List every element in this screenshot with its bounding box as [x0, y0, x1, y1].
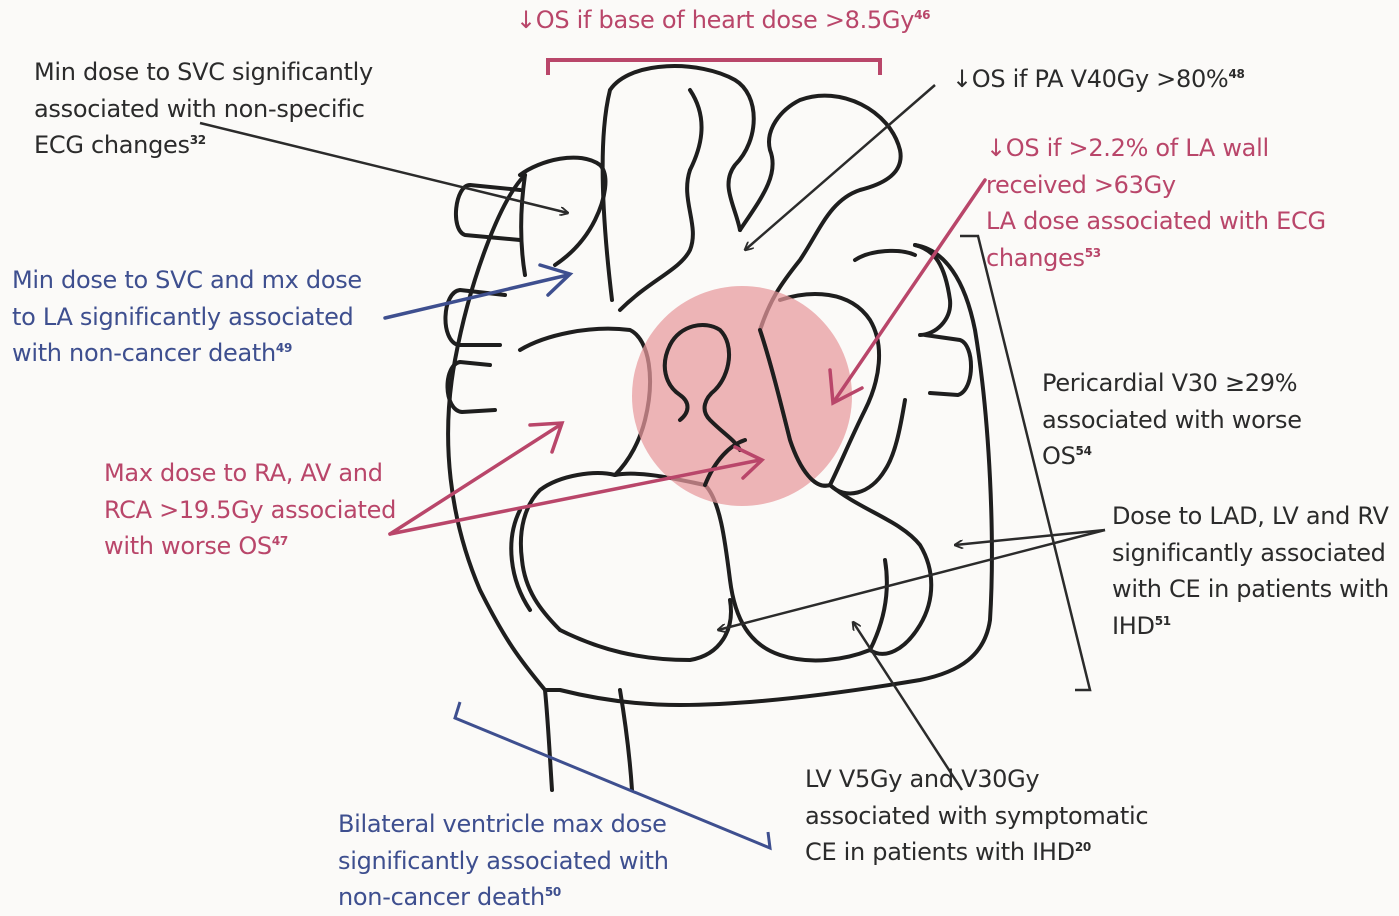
- inferior-vena-cava: [545, 690, 632, 790]
- right-ventricle: [511, 510, 731, 660]
- highlight-region: [632, 286, 852, 506]
- lv-label: LV V5Gy and V30Gy associated with sympto…: [805, 761, 1148, 871]
- bilateral-ventricle-label: Bilateral ventricle max dose significant…: [338, 806, 669, 916]
- ra-av-rca-label: Max dose to RA, AV and RCA >19.5Gy assoc…: [104, 455, 396, 565]
- base-of-heart-label: ↓OS if base of heart dose >8.5Gy46: [516, 2, 930, 39]
- svc-la-label: Min dose to SVC and mx dose to LA signif…: [12, 262, 362, 372]
- superior-vena-cava: [520, 158, 605, 275]
- lad-lv-rv-label: Dose to LAD, LV and RV significantly ass…: [1112, 498, 1389, 644]
- pulmonary-veins-left: [445, 290, 505, 412]
- svc-ecg-label: Min dose to SVC significantly associated…: [34, 54, 373, 164]
- pulmonary-veins-right: [855, 245, 971, 395]
- lad-lv-rv-arrow-1: [955, 530, 1105, 545]
- pericardial-label: Pericardial V30 ≥29% associated with wor…: [1042, 365, 1302, 475]
- pa-label: ↓OS if PA V40Gy >80%48: [952, 61, 1245, 98]
- lad-lv-rv-arrow-2: [718, 530, 1105, 630]
- svc-la-arrow: [385, 275, 568, 318]
- la-label: ↓OS if >2.2% of LA wall received >63Gy L…: [986, 130, 1326, 276]
- right-atrium: [520, 329, 650, 630]
